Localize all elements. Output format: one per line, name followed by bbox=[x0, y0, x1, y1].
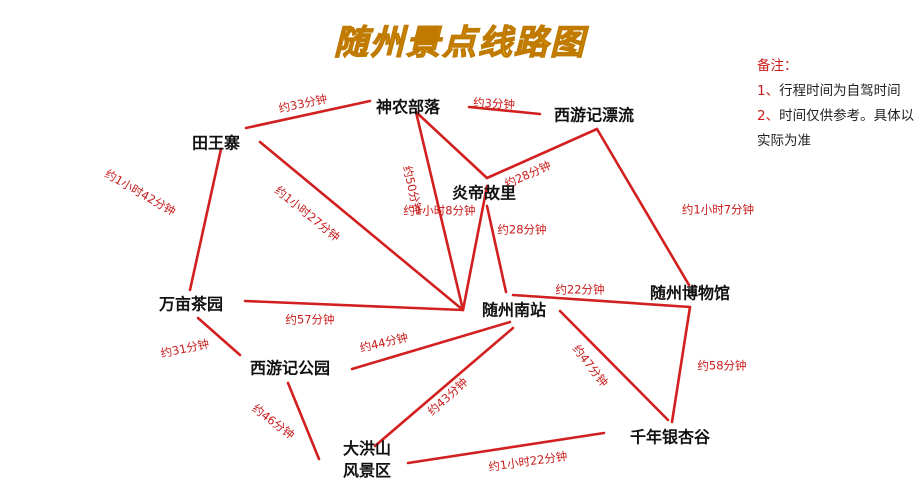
note-title: 备注： bbox=[757, 58, 798, 74]
route-time-label: 约28分钟 bbox=[497, 223, 546, 237]
route-line bbox=[461, 184, 489, 312]
route-line bbox=[485, 204, 508, 294]
note-item-text: 行程时间为自驾时间 bbox=[779, 83, 901, 99]
route-time-label: 约1小时7分钟 bbox=[682, 203, 754, 217]
route-line bbox=[406, 431, 606, 465]
route-time-label: 约47分钟 bbox=[570, 342, 611, 389]
route-line bbox=[414, 110, 465, 312]
note-item-number: 2、 bbox=[757, 108, 780, 124]
place-label-nanzhan: 随州南站 bbox=[482, 301, 546, 320]
place-label-tianwangzhai: 田王寨 bbox=[192, 134, 240, 153]
route-line bbox=[258, 140, 465, 312]
route-edges bbox=[188, 99, 692, 465]
route-time-label: 约1小时8分钟 bbox=[403, 204, 475, 218]
route-line bbox=[670, 305, 692, 424]
route-line bbox=[188, 147, 223, 292]
route-time-label: 约22分钟 bbox=[555, 283, 604, 297]
route-line bbox=[558, 309, 670, 422]
place-label-dahongshan: 大洪山风景区 bbox=[343, 439, 391, 480]
note-item: 1、行程时间为自驾时间 bbox=[757, 79, 917, 104]
route-line bbox=[485, 127, 599, 180]
place-label-yinxing: 千年银杏谷 bbox=[630, 428, 711, 447]
route-line bbox=[243, 299, 465, 312]
route-time-label: 约31分钟 bbox=[159, 337, 210, 361]
note-item: 2、时间仅供参考。具体以实际为准 bbox=[757, 104, 917, 154]
note-item-number: 1、 bbox=[757, 83, 780, 99]
place-label-yandi: 炎帝故里 bbox=[452, 184, 516, 203]
route-time-label: 约44分钟 bbox=[358, 330, 409, 355]
route-line bbox=[244, 99, 372, 130]
route-time-label: 约1小时42分钟 bbox=[102, 167, 178, 219]
route-time-label: 约1小时22分钟 bbox=[488, 449, 569, 474]
route-time-label: 约3分钟 bbox=[473, 95, 516, 111]
route-time-label: 约46分钟 bbox=[249, 401, 297, 442]
map-title: 随州景点线路图 bbox=[334, 23, 589, 63]
note-panel: 备注： 1、行程时间为自驾时间 2、时间仅供参考。具体以实际为准 bbox=[757, 54, 917, 154]
note-item-text: 时间仅供参考。具体以实际为准 bbox=[757, 108, 915, 149]
route-time-label: 约1小时27分钟 bbox=[272, 183, 343, 244]
place-label-bowuguan: 随州博物馆 bbox=[650, 284, 730, 303]
place-label-shennong: 神农部落 bbox=[376, 98, 441, 117]
route-line bbox=[373, 326, 515, 448]
route-time-label: 约58分钟 bbox=[697, 359, 746, 373]
route-time-label: 约57分钟 bbox=[285, 313, 334, 327]
route-line bbox=[350, 320, 512, 371]
route-line bbox=[286, 381, 321, 461]
place-label-xiyou_gongyuan: 西游记公园 bbox=[250, 359, 330, 378]
route-line bbox=[467, 105, 542, 116]
place-label-xiyou_piaoliu: 西游记漂流 bbox=[554, 106, 634, 125]
route-line bbox=[595, 127, 691, 287]
route-line bbox=[511, 293, 692, 309]
route-line bbox=[196, 316, 242, 357]
route-line bbox=[414, 110, 489, 180]
place-label-wanmu: 万亩茶园 bbox=[158, 295, 223, 314]
